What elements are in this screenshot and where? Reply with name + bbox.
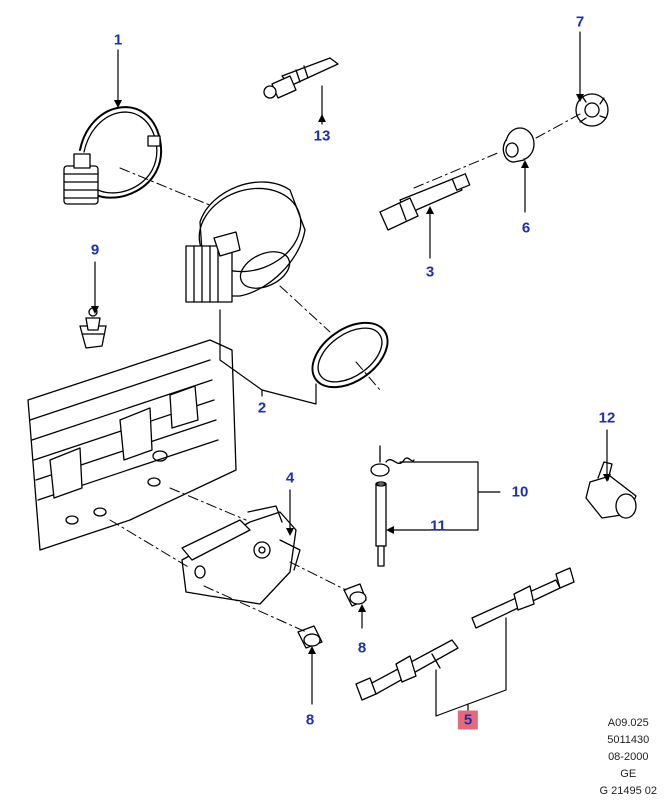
callout-8-upper: 8 [357, 639, 367, 657]
callout-7: 7 [575, 13, 585, 31]
part-7-gear [575, 93, 609, 127]
reference-line-1: A09.025 [607, 717, 649, 729]
part-13-pin [263, 57, 339, 99]
part-11-rod [375, 481, 387, 567]
callout-1: 1 [113, 31, 123, 49]
leader-arrowheads [91, 94, 611, 654]
part-10-spring [370, 445, 415, 477]
callout-8-lower: 8 [305, 711, 315, 729]
body-panel [27, 339, 237, 551]
part-1-clamp [63, 106, 163, 205]
axis-lines [109, 113, 581, 633]
callout-4: 4 [285, 469, 295, 487]
callout-3: 3 [425, 263, 435, 281]
reference-line-4: GE [620, 768, 637, 780]
callout-11: 11 [430, 517, 446, 535]
reference-line-2: 5011430 [607, 734, 650, 746]
callout-5: 5 [457, 710, 479, 730]
callout-12: 12 [598, 409, 616, 427]
reference-block: A09.025 5011430 08-2000 GE G 21495 02 [600, 715, 658, 800]
part-2-boot [185, 181, 306, 303]
reference-line-5: G 21495 02 [599, 785, 658, 797]
reference-line-3: 08-2000 [608, 751, 649, 763]
part-4-latch [181, 505, 301, 605]
callout-10: 10 [511, 483, 529, 501]
part-9-clip [79, 307, 107, 349]
part-6-bushing [502, 127, 535, 163]
part-12-bracket [585, 461, 637, 519]
part-2-o-ring [311, 321, 389, 389]
part-5-rods [355, 567, 575, 701]
part-8-screw-lower [297, 625, 323, 649]
callout-6: 6 [521, 219, 531, 237]
callout-2: 2 [257, 399, 267, 417]
part-8-screw-upper [343, 583, 367, 607]
callout-9: 9 [90, 241, 100, 259]
part-3-shaft [379, 173, 471, 231]
callout-13: 13 [313, 127, 331, 145]
